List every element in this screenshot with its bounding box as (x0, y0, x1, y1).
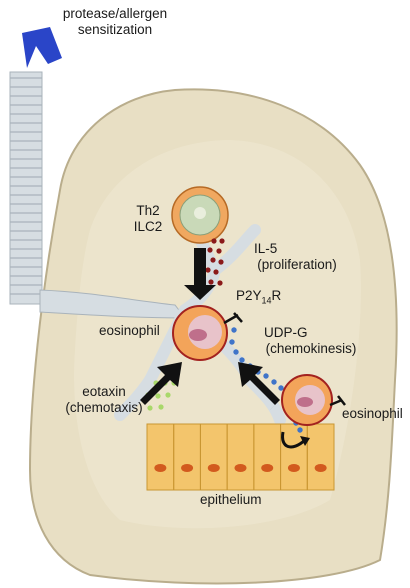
eotaxin-text: eotaxin (58, 384, 150, 400)
udpg-dot (231, 327, 236, 332)
chemokinesis-text: (chemokinesis) (258, 341, 364, 357)
receptor-main: P2Y (236, 288, 262, 303)
eotaxin-dot (165, 392, 170, 397)
p2y14r-label: P2Y14R (236, 288, 281, 309)
th2-ilc2-cell (172, 187, 228, 243)
epithelial-nucleus (235, 464, 247, 472)
il5-dot (211, 238, 216, 243)
eosinophil-center-label: eosinophil (99, 323, 160, 339)
sensitization-line1: protease/allergen (50, 6, 180, 22)
proliferation-text: (proliferation) (242, 257, 352, 273)
udpg-label: UDP-G (chemokinesis) (258, 325, 364, 357)
eotaxin-dot (158, 404, 163, 409)
il5-dot (205, 267, 210, 272)
udpg-text: UDP-G (258, 325, 364, 341)
receptor-sub: 14 (262, 296, 272, 306)
epithelium-label: epithelium (200, 492, 262, 508)
eotaxin-label: eotaxin (chemotaxis) (58, 384, 150, 416)
udpg-dot (278, 385, 283, 390)
epithelial-nucleus (154, 464, 166, 472)
chemotaxis-text: (chemotaxis) (58, 400, 150, 416)
udpg-dot (229, 339, 234, 344)
epithelial-nucleus (288, 464, 300, 472)
il5-dot (210, 257, 215, 262)
sensitization-label: protease/allergen sensitization (50, 6, 180, 38)
udpg-dot (263, 373, 268, 378)
ilc2-label: ILC2 (128, 219, 168, 235)
eosinophil-right-label: eosinophil (342, 406, 403, 422)
udpg-dot (233, 349, 238, 354)
udpg-dot (271, 379, 276, 384)
th2-ilc2-label: Th2 ILC2 (128, 203, 168, 235)
epithelium-band (147, 424, 334, 490)
eotaxin-dot (155, 393, 160, 398)
epithelial-nucleus (208, 464, 220, 472)
il5-dot (219, 238, 224, 243)
il5-dot (217, 280, 222, 285)
il5-text: IL-5 (242, 241, 352, 257)
th2-label: Th2 (128, 203, 168, 219)
sensitization-line2: sensitization (50, 22, 180, 38)
epithelial-nucleus (181, 464, 193, 472)
udpg-dot (297, 427, 302, 432)
udpg-dot (239, 357, 244, 362)
il5-dot (216, 248, 221, 253)
il5-dot (213, 269, 218, 274)
epithelial-nucleus (261, 464, 273, 472)
il5-dot (208, 279, 213, 284)
epithelial-nucleus (315, 464, 327, 472)
il5-dot (218, 259, 223, 264)
receptor-end: R (272, 288, 282, 303)
il5-label: IL-5 (proliferation) (242, 241, 352, 273)
il5-dot (207, 247, 212, 252)
